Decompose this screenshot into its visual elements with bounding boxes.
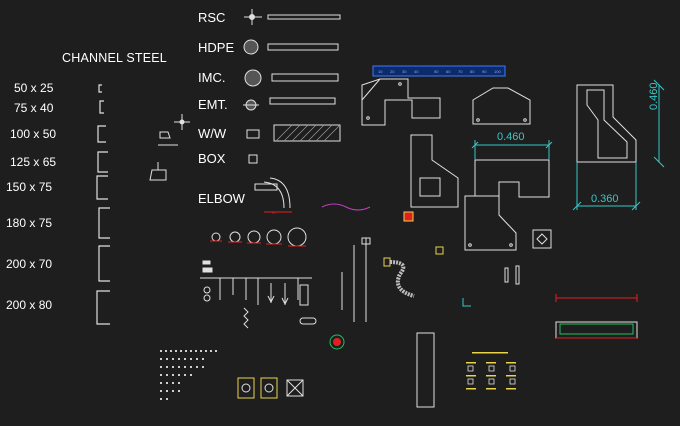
svg-text:100: 100 xyxy=(494,69,501,74)
dimension-tray-width: 0.460 xyxy=(497,131,525,143)
svg-text:70: 70 xyxy=(458,69,463,74)
hanger-supports xyxy=(200,260,317,329)
label-box: BOX xyxy=(198,151,226,166)
pull-box-elevation xyxy=(416,332,435,408)
label-elbow: ELBOW xyxy=(198,191,245,206)
channel-size-180x75: 180 x 75 xyxy=(6,216,53,230)
junction-box-symbol xyxy=(532,229,552,249)
svg-text:60: 60 xyxy=(446,69,451,74)
label-ww: W/W xyxy=(198,126,227,141)
yellow-legend-block xyxy=(466,352,516,390)
label-emt: EMT. xyxy=(198,97,228,112)
yellow-legend-icons xyxy=(467,365,516,385)
threaded-rods xyxy=(341,237,371,322)
panel-symbols xyxy=(237,377,304,399)
dimension-riser-width: 0.360 xyxy=(591,193,619,205)
svg-text:40: 40 xyxy=(414,69,419,74)
symbol-grid xyxy=(160,350,217,400)
cable-tray-legend-bar: 10 20 30 40 50 60 70 80 90 100 xyxy=(372,65,506,77)
channel-size-100x50: 100 x 50 xyxy=(10,127,57,141)
channel-steel-profiles xyxy=(96,84,110,325)
small-color-symbols xyxy=(321,203,444,255)
pipe-symbols xyxy=(149,114,190,181)
red-record-symbol xyxy=(329,334,345,350)
svg-text:50: 50 xyxy=(434,69,439,74)
channel-size-150x75: 150 x 75 xyxy=(6,180,53,194)
label-hdpe: HDPE xyxy=(198,40,235,55)
label-imc: IMC. xyxy=(198,70,226,85)
tray-vertical-riser xyxy=(572,79,665,211)
flex-conduit xyxy=(383,257,415,298)
channel-size-200x80: 200 x 80 xyxy=(6,298,53,312)
channel-size-125x65: 125 x 65 xyxy=(10,155,57,169)
elbow-symbol: R= xyxy=(254,177,292,215)
tray-tee-dimensioned xyxy=(464,140,553,251)
svg-text:R=: R= xyxy=(272,210,278,215)
channel-size-50x25: 50 x 25 xyxy=(14,81,54,95)
svg-text:30: 30 xyxy=(402,69,407,74)
channel-size-200x70: 200 x 70 xyxy=(6,257,53,271)
channel-steel-title: CHANNEL STEEL xyxy=(62,51,167,65)
bracket-bars xyxy=(462,265,520,307)
tray-tee-fitting xyxy=(361,78,441,126)
dimension-riser-height: 0.460 xyxy=(648,82,660,110)
svg-text:90: 90 xyxy=(482,69,487,74)
conduit-fittings-row xyxy=(210,227,307,247)
svg-text:20: 20 xyxy=(390,69,395,74)
tray-reducer-fitting xyxy=(472,87,531,125)
cable-tray-section xyxy=(555,294,638,339)
conduit-legend xyxy=(243,9,341,164)
tray-offset-fitting xyxy=(410,134,459,208)
svg-text:80: 80 xyxy=(470,69,475,74)
svg-text:10: 10 xyxy=(378,69,383,74)
channel-size-75x40: 75 x 40 xyxy=(14,101,54,115)
label-rsc: RSC xyxy=(198,10,226,25)
